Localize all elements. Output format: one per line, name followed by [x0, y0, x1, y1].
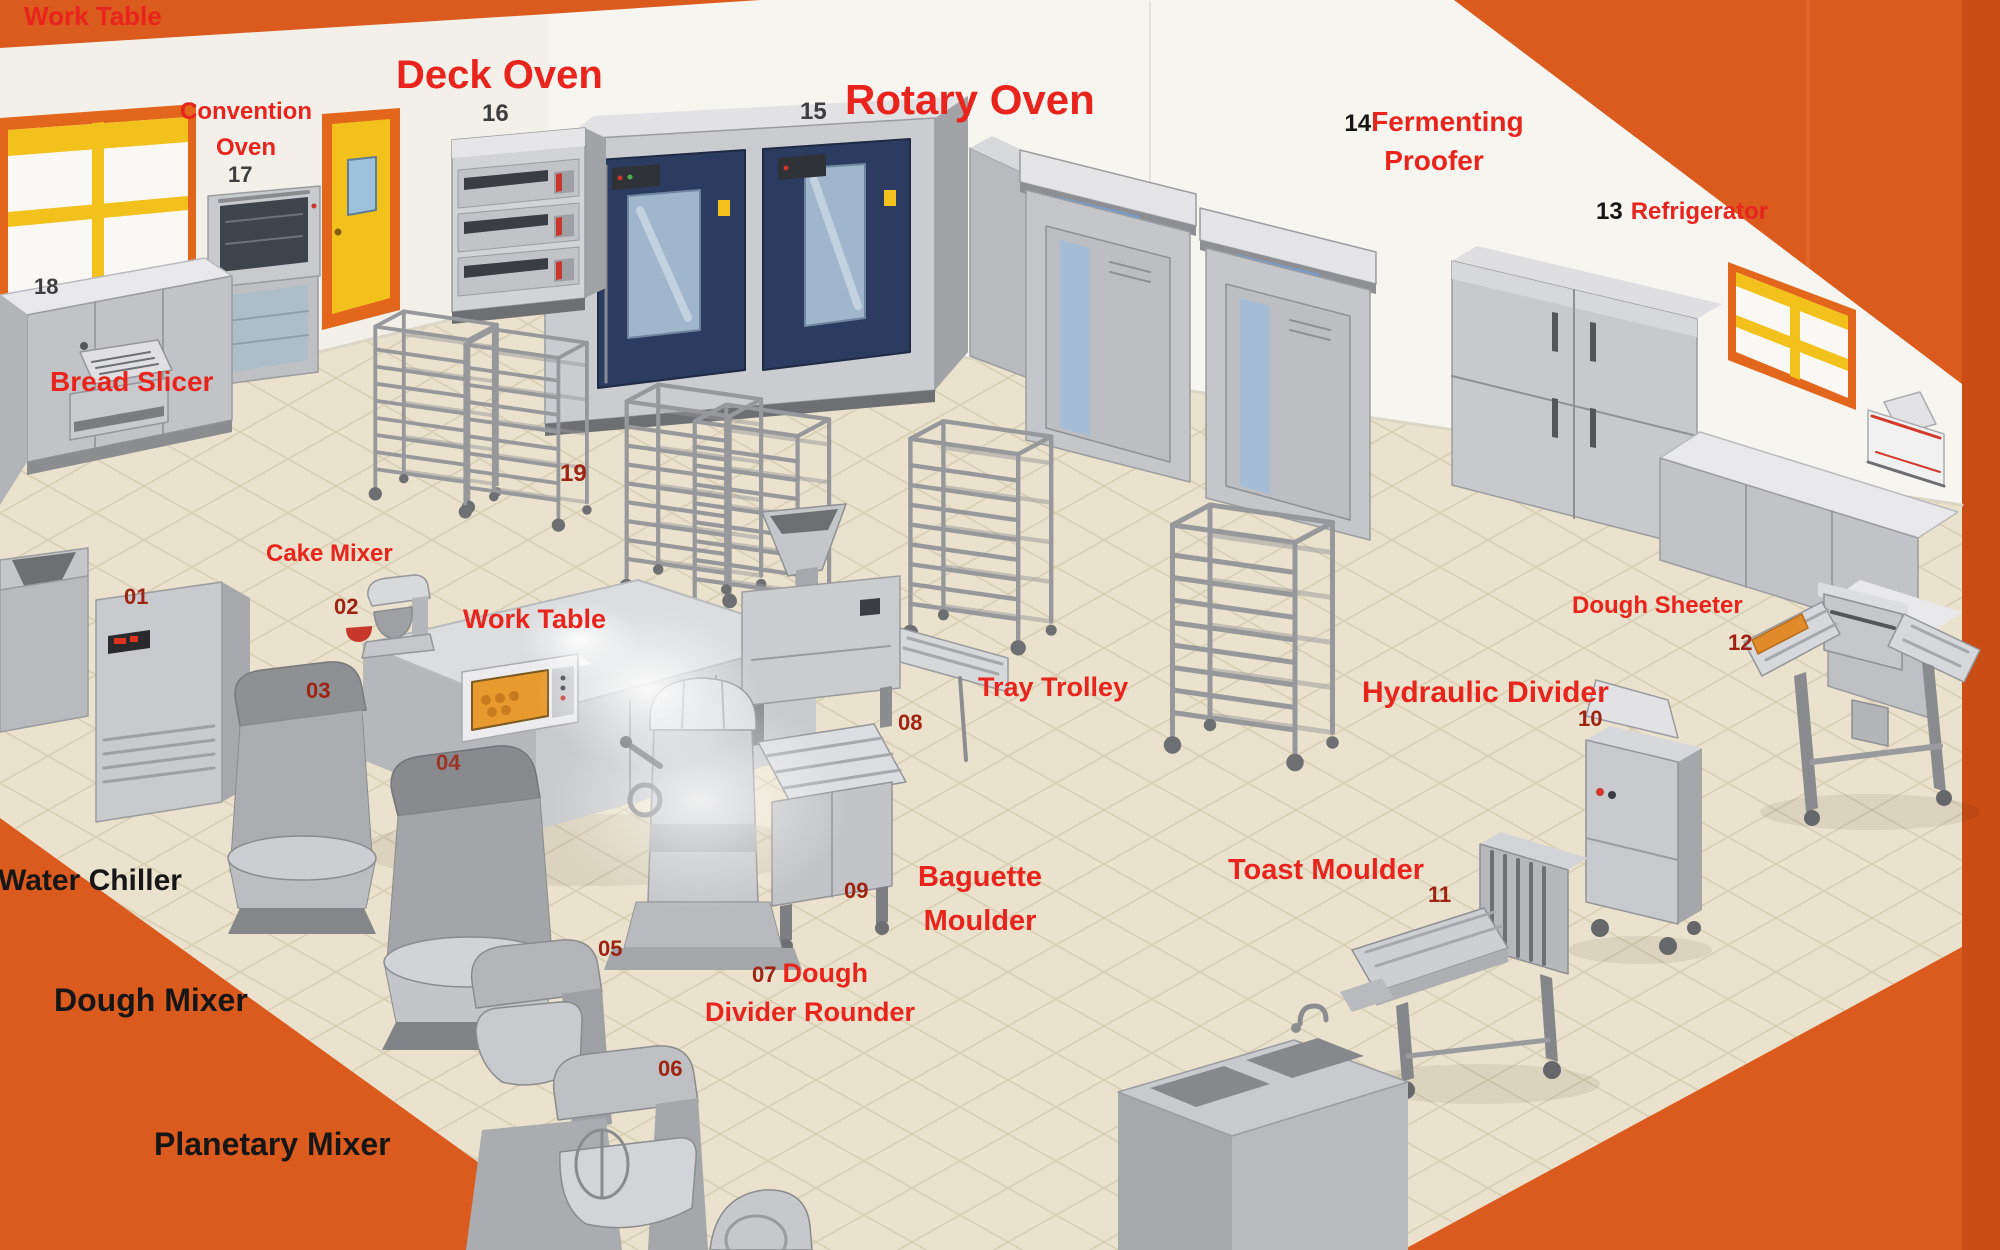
dough-mixer-graphic-03: [227, 661, 377, 934]
refrigerator-graphic: [1451, 246, 1722, 549]
deck-oven-graphic: [451, 127, 606, 324]
sink-graphic: [1117, 1003, 1409, 1250]
hopper-unit: [0, 547, 89, 733]
water-chiller-graphic: [95, 581, 250, 823]
counter-top-machine: [1866, 391, 1946, 488]
planetary-mixer-graphic-partial: [709, 1189, 813, 1250]
wall-shelves-right: [1728, 262, 1856, 410]
hydraulic-divider-graphic: [1568, 679, 1712, 964]
dough-sheeter-graphic: [1743, 582, 1981, 830]
planetary-mixer-graphic-06: [552, 1045, 708, 1250]
hopper-divider-graphic: [741, 503, 1009, 762]
cake-mixer-graphic: [346, 574, 435, 659]
bread-slicer-graphic: [69, 339, 173, 441]
photo-glare: [520, 600, 850, 910]
fermenting-proofer-graphic: [1019, 149, 1377, 541]
background-right-band: [1962, 0, 2000, 1250]
rotary-oven-graphic: [544, 96, 1082, 436]
convection-oven-graphic: [207, 185, 321, 387]
toast-moulder-graphic: [1340, 832, 1600, 1104]
door: [322, 108, 400, 330]
